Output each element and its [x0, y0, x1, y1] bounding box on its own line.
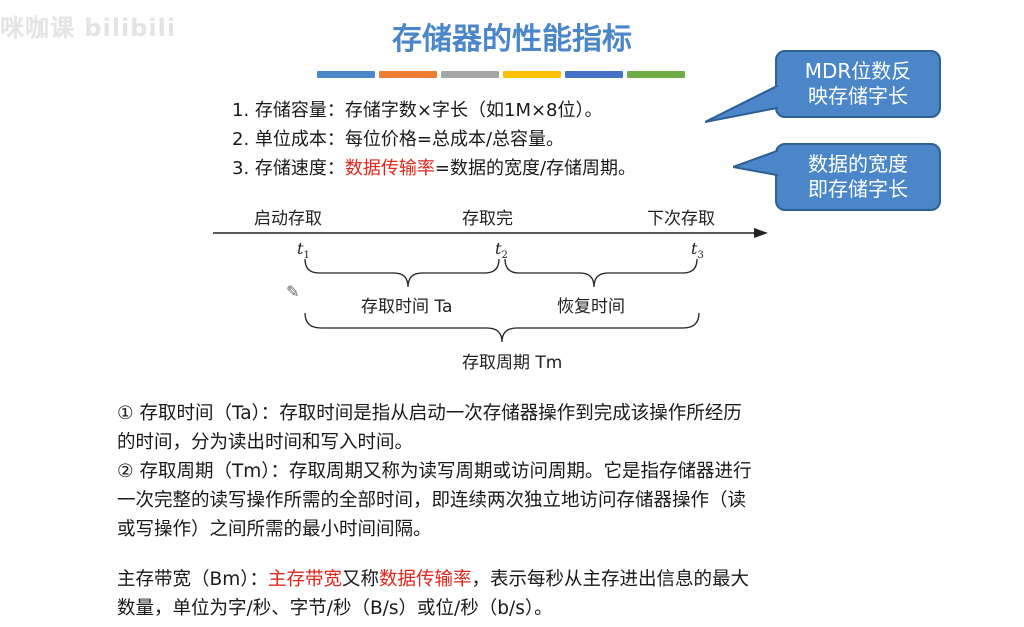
pencil-icon: ✎ — [286, 282, 300, 301]
title-bar — [317, 71, 375, 78]
metric-label: 2. 单位成本： — [232, 129, 345, 150]
access-time-brace — [304, 258, 500, 288]
transfer-rate-highlight: 数据传输率 — [379, 569, 472, 590]
title-color-bars — [317, 71, 685, 78]
title-bar — [565, 71, 623, 78]
callout-line: 即存储字长 — [808, 177, 908, 201]
metric-item: 2. 单位成本：每位价格=总成本/总容量。 — [232, 125, 636, 154]
cycle-time-label: 存取周期 Tm — [462, 353, 563, 373]
callout-pointer — [705, 86, 779, 123]
start-access-label: 启动存取 — [254, 209, 322, 229]
t2-label: t2 — [495, 239, 508, 262]
metric-text: 每位价格=总成本/总容量。 — [344, 129, 565, 150]
paragraph-line: 或写操作）之间所需的最小时间间隔。 — [117, 519, 432, 540]
callout-width: 数据的宽度 即存储字长 — [733, 143, 941, 211]
title-bar — [627, 71, 685, 78]
metric-label: 3. 存储速度： — [232, 158, 345, 179]
title-bar — [503, 71, 561, 78]
callout-pointer — [733, 149, 779, 177]
callout-line: 数据的宽度 — [808, 152, 908, 176]
cycle-time-brace — [304, 312, 700, 343]
bandwidth-highlight: 主存带宽 — [267, 569, 342, 590]
metric-item: 1. 存储容量：存储字数×字长（如1M×8位）。 — [232, 96, 636, 125]
paragraph-line: ② 存取周期（Tm）：存取周期又称为读写周期或访问周期。它是指存储器进行 — [117, 461, 752, 482]
access-cycle-diagram: 启动存取 存取完 下次存取 t1 t2 t3 存取时间 Ta 恢复时间 存取周期… — [205, 195, 785, 375]
paragraph-bandwidth: 主存带宽（Bm）：主存带宽又称数据传输率，表示每秒从主存进出信息的最大 数量，单… — [117, 565, 917, 623]
access-time-label: 存取时间 Ta — [361, 297, 453, 317]
paragraph-line: ① 存取时间（Ta）：存取时间是指从启动一次存储器操作到完成该操作所经历 — [117, 403, 742, 424]
timeline-arrowhead — [754, 228, 768, 238]
title-bar — [379, 71, 437, 78]
paragraph-access-time: ① 存取时间（Ta）：存取时间是指从启动一次存储器操作到完成该操作所经历 的时间… — [117, 399, 917, 457]
metric-text: 存储字数×字长（如1M×8位）。 — [344, 100, 603, 121]
t1-label: t1 — [297, 239, 310, 262]
next-access-label: 下次存取 — [647, 209, 715, 229]
page-title: 存储器的性能指标 — [392, 22, 632, 57]
metrics-list: 1. 存储容量：存储字数×字长（如1M×8位）。 2. 单位成本：每位价格=总成… — [232, 96, 636, 183]
metric-label: 1. 存储容量： — [232, 100, 345, 121]
t3-label: t3 — [691, 239, 704, 262]
metric-highlight: 数据传输率 — [344, 158, 435, 179]
callout-line: MDR位数反 — [804, 59, 912, 83]
recovery-time-label: 恢复时间 — [557, 297, 625, 317]
timeline-svg — [213, 228, 768, 343]
watermark: 咪咖课 bilibili — [0, 14, 177, 42]
recovery-time-brace — [504, 258, 698, 288]
paragraph-line: 的时间，分为读出时间和写入时间。 — [117, 432, 414, 453]
paragraph-line: 主存带宽（Bm）：主存带宽又称数据传输率，表示每秒从主存进出信息的最大 — [117, 569, 750, 590]
paragraph-line: 数量，单位为字/秒、字节/秒（B/s）或位/秒（b/s）。 — [117, 598, 553, 619]
callout-line: 映存储字长 — [808, 84, 908, 108]
paragraph-access-cycle: ② 存取周期（Tm）：存取周期又称为读写周期或访问周期。它是指存储器进行 一次完… — [117, 457, 917, 544]
metric-text: =数据的宽度/存储周期。 — [434, 158, 637, 179]
metric-item: 3. 存储速度：数据传输率=数据的宽度/存储周期。 — [232, 154, 636, 183]
title-bar — [441, 71, 499, 78]
access-done-label: 存取完 — [462, 209, 513, 229]
callout-mdr: MDR位数反 映存储字长 — [705, 50, 941, 123]
paragraph-line: 一次完整的读写操作所需的全部时间，即连续两次独立地访问存储器操作（读 — [117, 490, 747, 511]
